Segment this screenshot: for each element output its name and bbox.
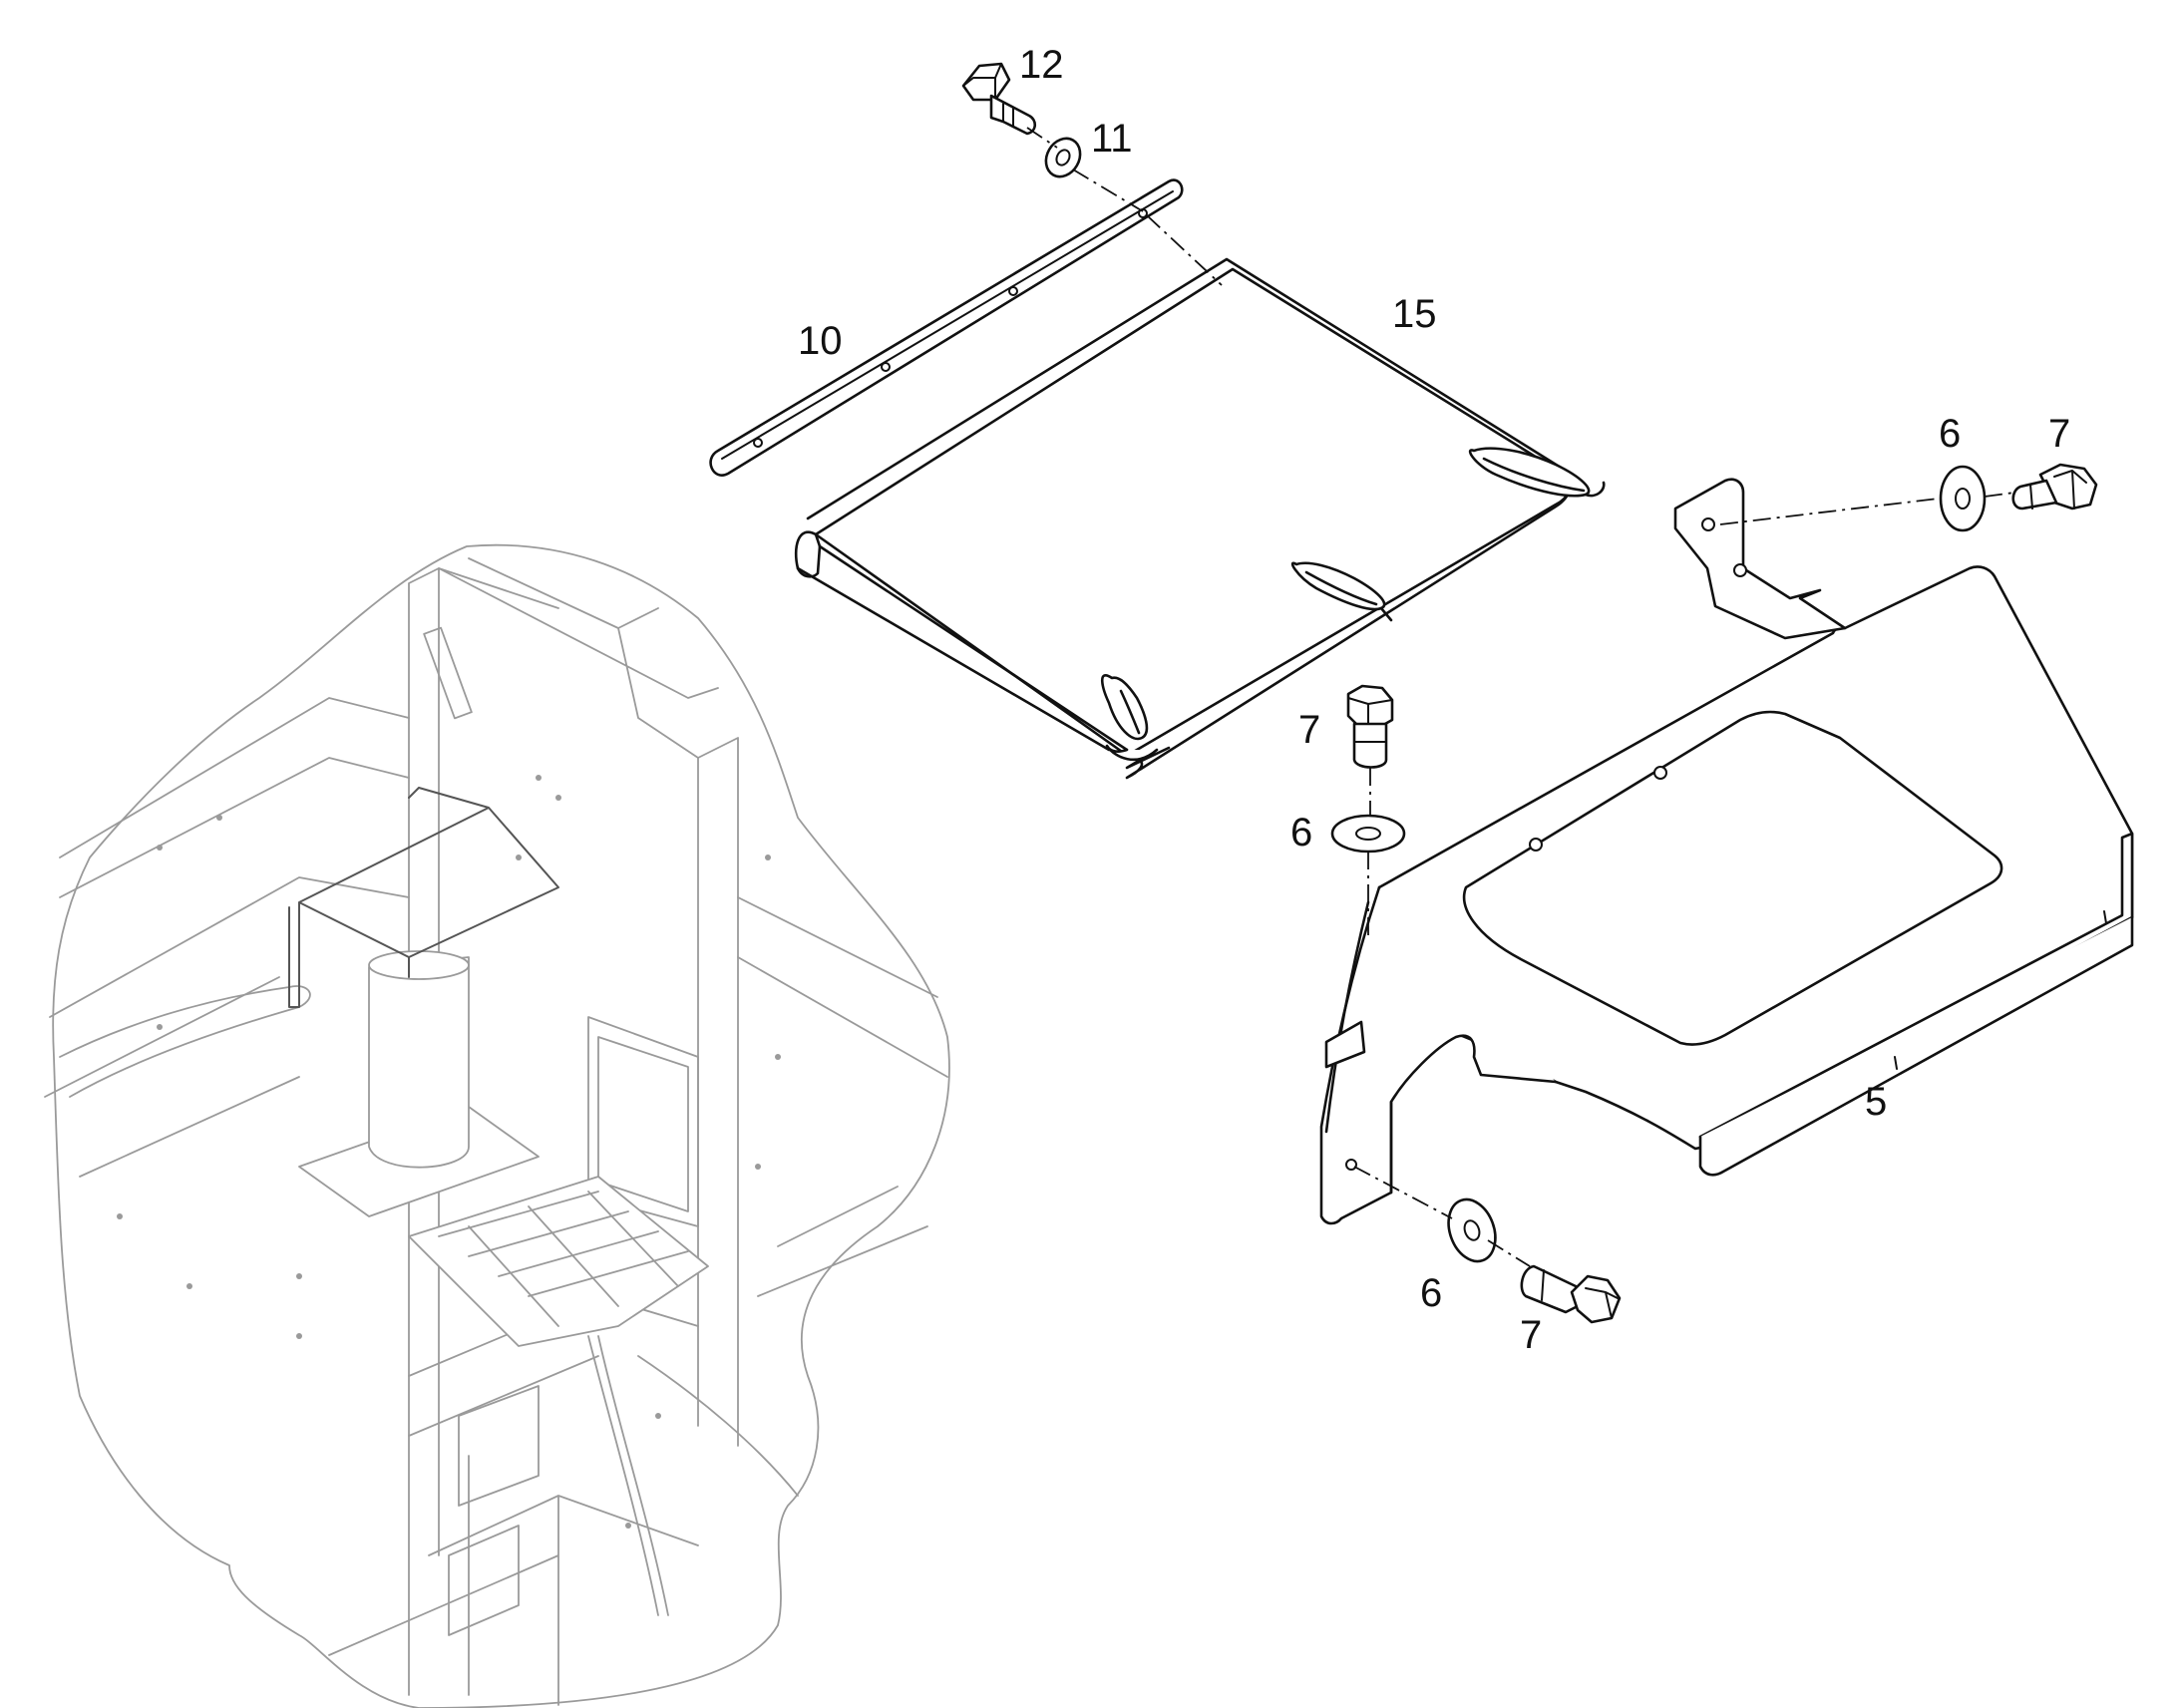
part-11-lock-washer xyxy=(1044,137,1082,178)
part-12-hex-bolt xyxy=(961,62,1037,136)
context-cutaway-outline xyxy=(52,543,950,1708)
callout-7-top: 7 xyxy=(2048,412,2070,456)
callout-12: 12 xyxy=(1019,43,1064,87)
part-7-bolt-top xyxy=(2011,463,2098,511)
context-filter-top xyxy=(368,950,470,980)
leader-lines xyxy=(1026,127,2015,1267)
context-cover-miniature xyxy=(288,787,559,1008)
callout-6-bottom: 6 xyxy=(1420,1271,1442,1315)
context-spring xyxy=(423,626,473,720)
context-top-rail xyxy=(438,557,719,759)
context-plate-left xyxy=(448,1385,540,1636)
callout-6-middle: 6 xyxy=(1290,811,1312,854)
callout-11: 11 xyxy=(1091,117,1133,161)
context-step-grating xyxy=(408,1176,709,1347)
context-left-beam xyxy=(44,697,410,1178)
part-6-washer-bottom xyxy=(1447,1197,1497,1263)
callout-7-middle: 7 xyxy=(1298,708,1320,752)
callout-6-top: 6 xyxy=(1939,412,1961,456)
machine-context-view xyxy=(44,543,950,1708)
part-7-bolt-bottom xyxy=(1520,1264,1622,1324)
context-cable xyxy=(587,1335,799,1616)
part-6-washer-middle xyxy=(1330,814,1406,854)
part-7-bolt-middle xyxy=(1346,684,1394,769)
context-service-box xyxy=(587,1016,699,1227)
callout-5: 5 xyxy=(1865,1080,1887,1124)
callout-labels: 12 11 10 15 6 7 7 6 5 6 7 xyxy=(798,43,2070,1357)
part-5-cover-housing xyxy=(1319,478,2134,1225)
callout-15: 15 xyxy=(1392,292,1437,336)
part-6-washer-top xyxy=(1939,465,1987,532)
part-15-hinged-lid xyxy=(794,257,1606,780)
context-filter-canister xyxy=(368,956,470,1169)
context-hose xyxy=(59,985,311,1098)
part-10-hinge-strip xyxy=(709,178,1184,477)
callout-7-bottom: 7 xyxy=(1520,1313,1542,1357)
context-right-beam xyxy=(737,896,948,1297)
context-grating-slots xyxy=(438,1191,689,1327)
housing-rear-bracket xyxy=(1673,478,1847,640)
context-rivets xyxy=(117,775,781,1529)
housing-window xyxy=(1462,710,2003,1046)
callout-10: 10 xyxy=(798,319,843,363)
